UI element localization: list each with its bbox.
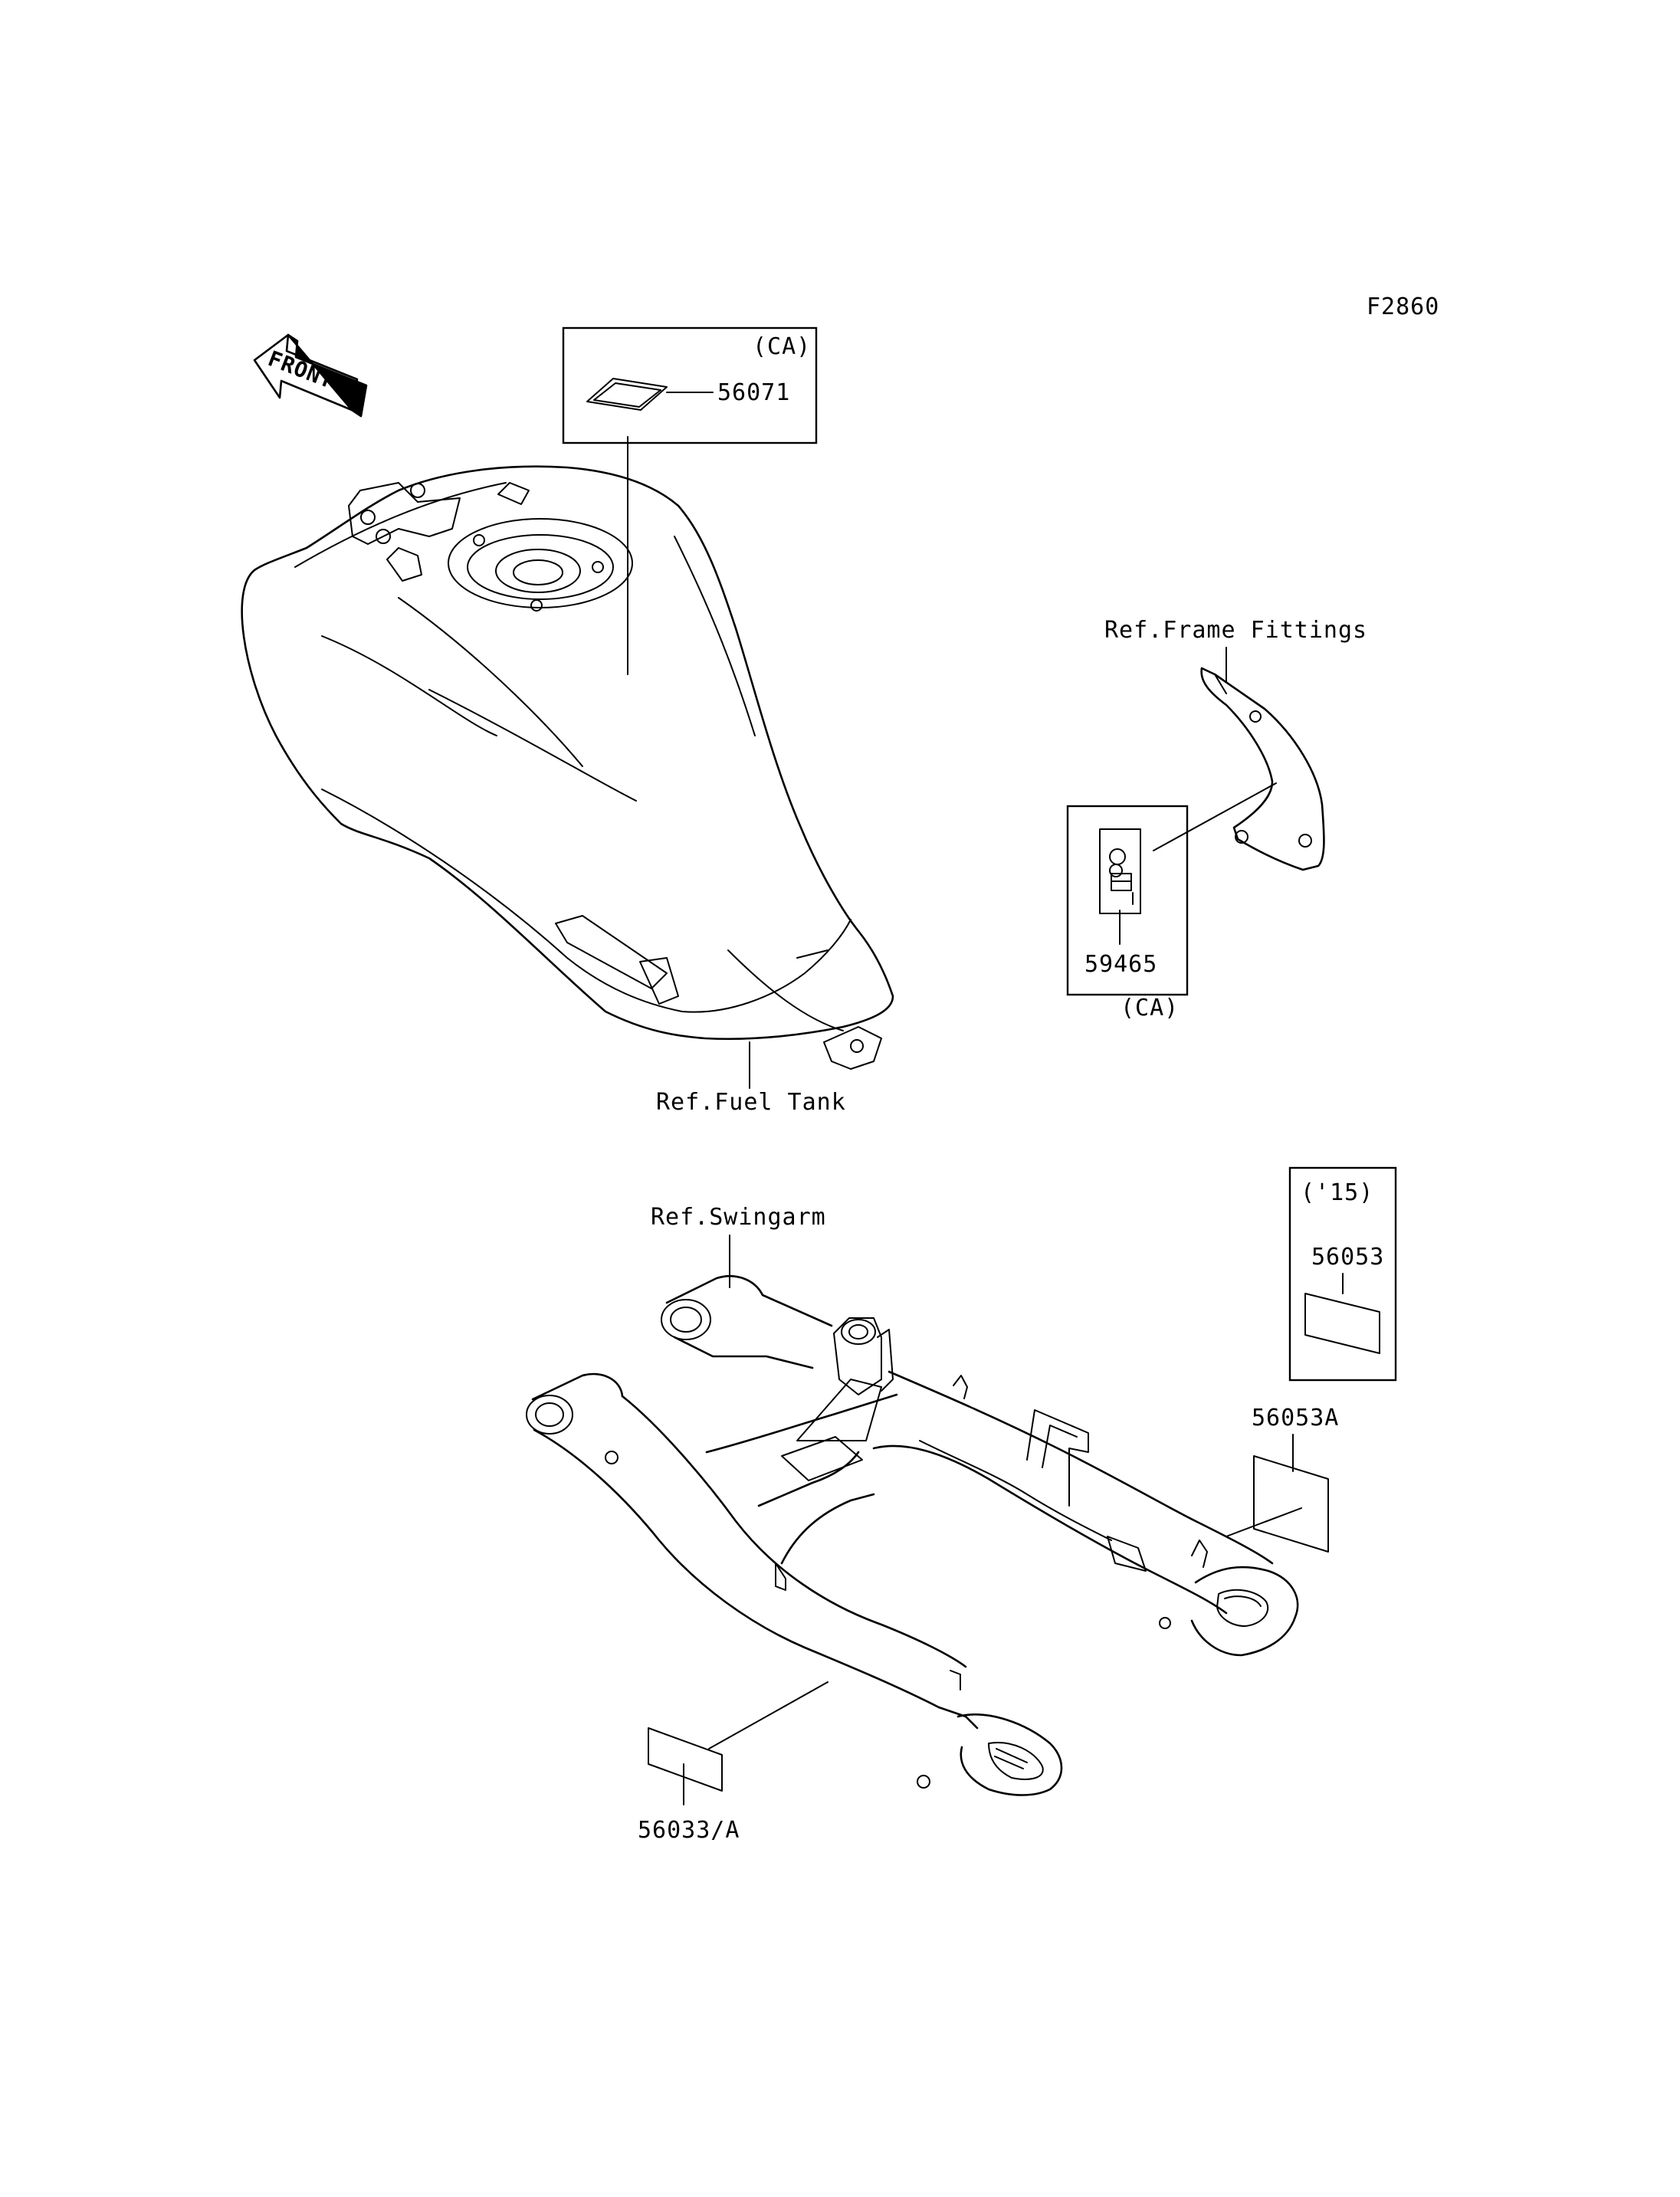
callout-56033a-leader	[708, 1681, 829, 1749]
part-number-56053a: 56053A	[1252, 1405, 1339, 1431]
label-sticker-icon	[648, 1727, 723, 1792]
warning-label-icon	[1099, 828, 1141, 914]
frame-fittings-ref-label: Ref.Frame Fittings	[1104, 617, 1367, 644]
callout-56053: ('15) 56053	[1288, 1166, 1397, 1382]
part-number-56053: 56053	[1311, 1244, 1384, 1271]
callout-variant-ca: (CA)	[1121, 995, 1179, 1021]
part-number-56071: 56071	[717, 379, 790, 406]
part-number-56033a: 56033/A	[638, 1817, 740, 1844]
swingarm-illustration	[526, 1274, 1299, 1796]
callout-59465: 59465 (CA)	[1066, 805, 1189, 1021]
callout-56071: (CA) 56071	[562, 326, 818, 444]
callout-56053a-leader	[1226, 1507, 1302, 1537]
callout-variant-ca: (CA)	[753, 333, 811, 360]
callout-59465-leader	[1153, 782, 1277, 851]
fuel-tank-ref-label: Ref.Fuel Tank	[656, 1089, 846, 1116]
label-sticker-icon	[1253, 1455, 1329, 1553]
swingarm-ref-label: Ref.Swingarm	[651, 1204, 826, 1231]
part-number-59465: 59465	[1084, 951, 1157, 978]
callout-variant-15: ('15)	[1301, 1179, 1373, 1206]
front-direction-arrow-icon: FRONT	[253, 333, 368, 418]
fuel-tank-illustration	[241, 465, 894, 1070]
figure-id: F2860	[1367, 293, 1439, 320]
frame-fitting-bracket-illustration	[1200, 667, 1325, 871]
label-sticker-icon	[1304, 1293, 1380, 1354]
label-sticker-icon	[586, 378, 668, 411]
